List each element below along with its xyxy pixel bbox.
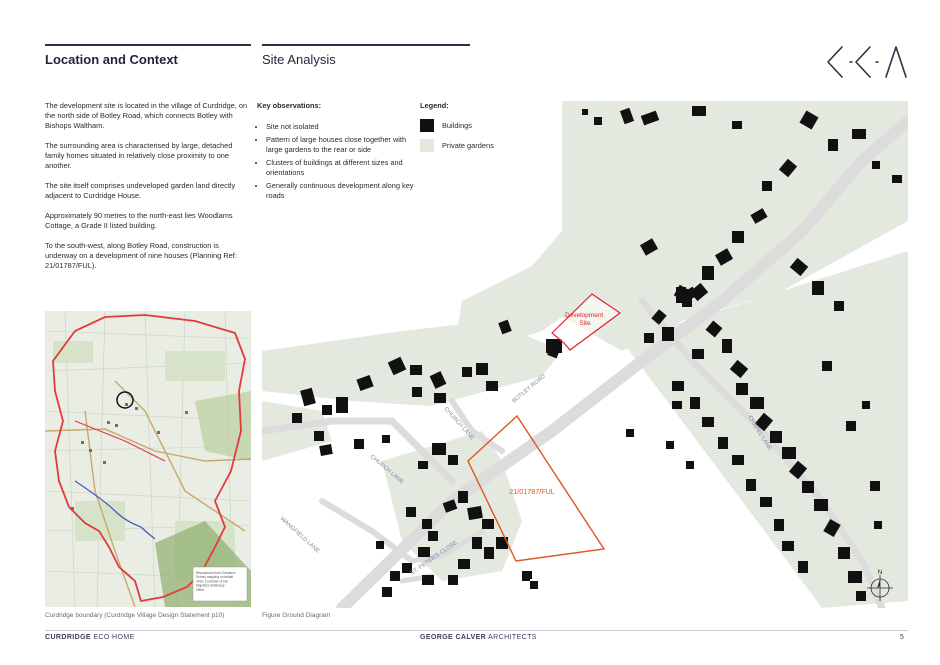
intro-text: The development site is located in the v… — [45, 101, 250, 281]
location-map: Reproduced from Ordnance Survey mapping … — [45, 311, 251, 607]
intro-paragraph: The surrounding area is characterised by… — [45, 141, 233, 170]
eca-logo — [827, 46, 907, 78]
roads — [262, 115, 908, 608]
footer-rule — [45, 630, 908, 631]
intro-paragraph: Approximately 90 metres to the north-eas… — [45, 211, 233, 230]
footer-project: CURDRIDGE ECO HOME — [45, 634, 135, 641]
buildings — [292, 106, 902, 601]
planning-ref-label: 21/01787/FUL — [509, 487, 555, 496]
figure-ground-caption: Figure Ground Diagram — [262, 612, 331, 619]
development-site-label: Development Site — [565, 312, 605, 327]
legend-item-gardens: Private gardens — [420, 139, 494, 152]
right-header-rule — [262, 44, 470, 46]
legend: Legend: Buildings Private gardens — [420, 101, 494, 159]
observations-title: Key observations: — [257, 101, 322, 110]
north-arrow-icon: N — [867, 569, 893, 601]
legend-label: Buildings — [442, 120, 472, 130]
key-observations: Key observations: Site not isolated Patt… — [257, 101, 417, 204]
observation-item: Clusters of buildings at different sizes… — [266, 158, 417, 178]
planning-site-boundary — [467, 414, 606, 562]
legend-label: Private gardens — [442, 140, 494, 150]
intro-paragraph: To the south-west, along Botley Road, co… — [45, 241, 237, 270]
gardens-swatch — [420, 139, 434, 152]
footer-firm: GEORGE CALVER ARCHITECTS — [420, 634, 537, 641]
legend-item-buildings: Buildings — [420, 119, 494, 132]
intro-paragraph: The development site is located in the v… — [45, 101, 248, 130]
observation-item: Pattern of large houses close together w… — [266, 135, 417, 155]
development-site-boundary — [551, 293, 622, 351]
section-title: Site Analysis — [262, 52, 336, 67]
location-map-caption: Curdridge boundary (Curdridge Village De… — [45, 612, 225, 619]
buildings-swatch — [420, 119, 434, 132]
svg-text:N: N — [878, 569, 883, 576]
left-header-rule — [45, 44, 251, 46]
observation-item: Generally continuous development along k… — [266, 181, 417, 201]
intro-paragraph: The site itself comprises undeveloped ga… — [45, 181, 236, 200]
page-title: Location and Context — [45, 52, 178, 67]
figure-ground-map: Development Site 21/01787/FUL BOTLEY ROA… — [262, 101, 908, 608]
legend-title: Legend: — [420, 101, 449, 110]
observation-item: Site not isolated — [266, 122, 417, 132]
page-number: 5 — [900, 634, 905, 641]
location-map-note: Reproduced from Ordnance Survey mapping … — [196, 571, 236, 592]
